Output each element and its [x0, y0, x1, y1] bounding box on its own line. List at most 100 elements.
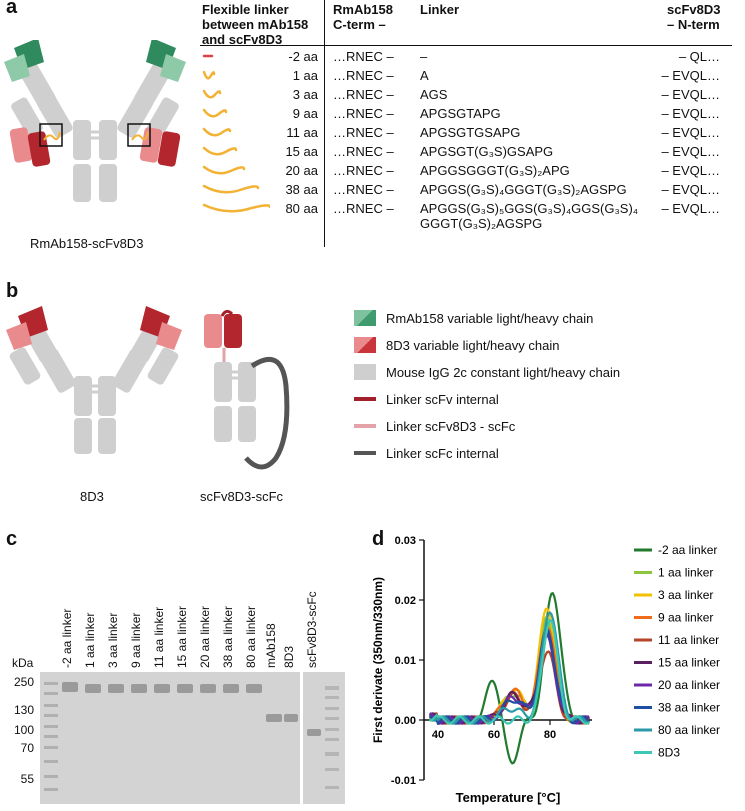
header-line: C-term – [333, 17, 386, 32]
table-cell-linker: APGGSGGGT(G₃S)₂APG [420, 163, 570, 178]
y-tick-label: 0.03 [395, 535, 416, 547]
series-line [429, 618, 590, 725]
legend-label: 80 aa linker [658, 723, 720, 737]
legend-swatch [354, 310, 376, 326]
lane-label: 38 aa linker [221, 605, 235, 668]
table-cell-aa: -2 aa [288, 49, 318, 64]
table-cell-aa: 38 aa [285, 182, 318, 197]
sds-gel-image [40, 672, 345, 804]
table-cell-linker: APGGS(G₃S)₅GGS(G₃S)₄GGS(G₃S)₄ [420, 201, 639, 216]
linker-glyph [202, 165, 246, 175]
scfv8d3-scfc-diagram [204, 310, 290, 470]
table-cell-nterm: – EVQL… [661, 163, 720, 178]
lane-label: 1 aa linker [83, 612, 97, 668]
y-axis-label: First derivate (350nm/330nm) [371, 577, 385, 743]
kda-marker: 130 [13, 703, 34, 717]
legend-swatch [354, 424, 376, 428]
legend-swatch [354, 451, 376, 455]
legend-swatch [354, 397, 376, 401]
table-cell-nterm: – EVQL… [661, 87, 720, 102]
lane-label: mAb158 [264, 623, 278, 668]
x-axis-label: Temperature [°C] [456, 790, 561, 805]
series-line [429, 591, 591, 765]
table-cell-aa: 15 aa [285, 144, 318, 159]
legend-label: RmAb158 variable light/heavy chain [386, 311, 594, 326]
lane-label: 8D3 [282, 645, 296, 668]
table-cell-cterm: …RNEC – [333, 68, 394, 83]
lane-label: -2 aa linker [60, 608, 74, 668]
header-linker: Linker [420, 2, 460, 17]
legend-swatch [354, 364, 376, 380]
table-cell-cterm: …RNEC – [333, 106, 394, 121]
legend-label: 11 aa linker [658, 633, 719, 647]
table-cell-aa: 1 aa [292, 68, 318, 83]
kda-marker: 100 [13, 723, 34, 737]
table-cell-aa: 11 aa [286, 125, 318, 140]
legend-label: 9 aa linker [658, 611, 713, 625]
header-nterm: scFv8D3 – N-term [667, 2, 720, 32]
header-cterm: RmAb158 C-term – [333, 2, 393, 32]
table-cell-cterm: …RNEC – [333, 87, 394, 102]
linker-glyph [202, 70, 216, 80]
legend-label: Linker scFv8D3 - scFc [386, 419, 516, 434]
table-cell-linker: A [420, 68, 429, 83]
table-cell-aa: 80 aa [285, 201, 318, 216]
table-cell-linker: APGSGT(G₃S)GSAPG [420, 144, 554, 159]
table-header-rule [200, 45, 732, 46]
lane-label: 3 aa linker [106, 612, 120, 668]
table-cell-nterm: – EVQL… [661, 144, 720, 159]
legend-label: 8D3 [658, 746, 680, 760]
linker-glyph [202, 89, 222, 99]
header-line: between mAb158 [202, 17, 309, 32]
lane-label: 9 aa linker [129, 612, 143, 668]
table-cell-nterm: – EVQL… [661, 68, 720, 83]
table-cell-linker: APGSGTGSAPG [420, 125, 521, 140]
table-cell-cterm: …RNEC – [333, 125, 394, 140]
legend-label: Mouse IgG 2c constant light/heavy chain [386, 365, 621, 380]
table-column-rule [324, 0, 325, 247]
8d3-antibody-diagram [6, 306, 182, 454]
x-tick-label: 40 [432, 729, 444, 741]
kda-marker: 70 [20, 741, 34, 755]
table-cell-nterm: – EVQL… [661, 182, 720, 197]
linker-glyph [202, 108, 228, 118]
kda-marker: 55 [20, 772, 34, 786]
header-flexible-linker: Flexible linker between mAb158 and scFv8… [202, 2, 308, 47]
antibody-caption: RmAb158-scFv8D3 [30, 236, 144, 251]
series-line [428, 650, 590, 725]
legend-label: 1 aa linker [658, 566, 713, 580]
table-cell-aa: 3 aa [292, 87, 318, 102]
kda-marker: 250 [13, 675, 34, 689]
header-line: and scFv8D3 [202, 32, 283, 47]
legend-label: Linker scFv internal [386, 392, 499, 407]
lane-label: scFv8D3-scFc [305, 591, 319, 668]
y-tick-label: 0.01 [395, 655, 416, 667]
x-tick-label: 80 [544, 729, 556, 741]
legend-label: 8D3 variable light/heavy chain [386, 338, 560, 353]
table-cell-linker: APGGS(G₃S)₄GGGT(G₃S)₂AGSPG [420, 182, 627, 197]
legend-swatch [354, 337, 376, 353]
x-tick-label: 60 [488, 729, 500, 741]
table-cell-aa: 9 aa [292, 106, 318, 121]
panel-b-legend: RmAb158 variable light/heavy chain 8D3 va… [354, 310, 744, 480]
legend-label: 20 aa linker [658, 678, 720, 692]
kda-unit: kDa [12, 656, 34, 670]
table-cell-cterm: …RNEC – [333, 163, 394, 178]
y-tick-label: 0.02 [395, 595, 416, 607]
legend-label: 38 aa linker [658, 701, 720, 715]
header-line: – N-term [667, 17, 720, 32]
panel-b-label: b [6, 280, 19, 302]
table-cell-cterm: …RNEC – [333, 49, 394, 64]
table-cell-linker: AGS [420, 87, 448, 102]
table-cell-cterm: …RNEC – [333, 182, 394, 197]
lane-label: 11 aa linker [152, 606, 166, 668]
legend-label: Linker scFc internal [386, 446, 499, 461]
header-line: Flexible linker [202, 2, 289, 17]
lane-label: 15 aa linker [175, 605, 189, 668]
y-tick-label: 0.00 [395, 715, 416, 727]
table-cell-nterm: – EVQL… [661, 201, 720, 216]
table-cell-aa: 20 aa [285, 163, 318, 178]
panel-d-label: d [372, 528, 385, 550]
linker-glyph [202, 146, 238, 156]
